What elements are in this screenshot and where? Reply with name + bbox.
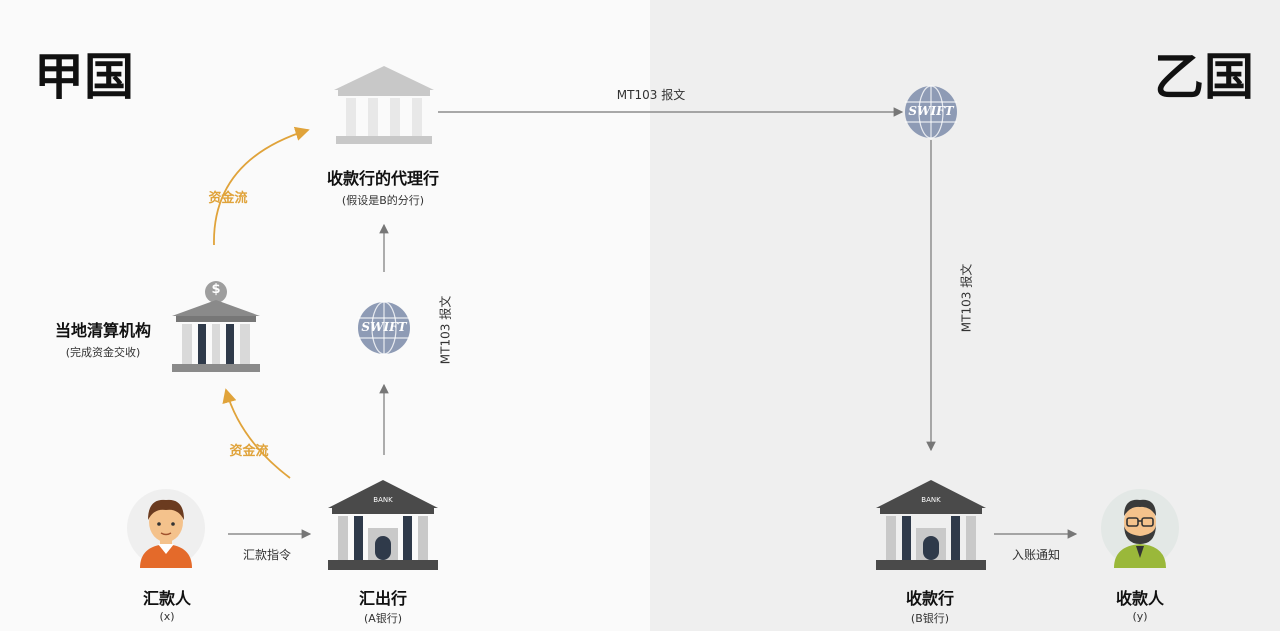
swift-globe-icon xyxy=(905,85,957,139)
clearing-house-subtitle: (完成资金交收) xyxy=(65,346,141,359)
swift-globe-icon xyxy=(358,301,410,355)
remitting-bank-subtitle: (A银行) xyxy=(363,612,403,625)
remitting-bank-icon: BANK xyxy=(326,476,440,576)
remitter-title: 汇款人 xyxy=(142,589,192,608)
fund-flow-label-upper: 资金流 xyxy=(208,191,248,206)
clearing-house-building-icon xyxy=(172,281,260,372)
bank-sign-left: BANK xyxy=(373,496,393,504)
clearing-house-icon: $ xyxy=(170,280,262,376)
receiving-bank-subtitle: (B银行) xyxy=(910,612,950,625)
remitter-subtitle: (x) xyxy=(159,610,175,623)
receiving-bank-title: 收款行 xyxy=(905,589,955,608)
swift-label-right: SWIFT xyxy=(908,104,954,118)
clearing-house-title: 当地清算机构 xyxy=(54,321,152,340)
country-a-title: 甲国 xyxy=(34,48,134,106)
bank-building-icon xyxy=(876,480,986,570)
swift-globe-icon-left: SWIFT xyxy=(356,300,412,356)
mt103-left-label: MT103 报文 xyxy=(438,295,453,365)
swift-globe-icon-right: SWIFT xyxy=(903,84,959,140)
country-a-region xyxy=(0,0,650,631)
swift-label-left: SWIFT xyxy=(361,320,407,334)
fund-flow-arrow-lower xyxy=(222,388,291,479)
fund-flow-label-lower: 资金流 xyxy=(229,444,269,459)
bank-sign-right: BANK xyxy=(921,496,941,504)
remitting-bank-title: 汇出行 xyxy=(358,589,408,608)
country-b-title: 乙国 xyxy=(1154,48,1254,106)
fund-flow-arrow-upper xyxy=(213,126,310,246)
mt103-right-label: MT103 报文 xyxy=(959,263,974,333)
remit-instruction-label: 汇款指令 xyxy=(242,548,292,562)
correspondent-bank-icon xyxy=(334,66,434,144)
mt103-top-label: MT103 报文 xyxy=(616,88,686,102)
correspondent-bank-title: 收款行的代理行 xyxy=(326,169,440,188)
credit-notice-label: 入账通知 xyxy=(1011,548,1061,562)
payee-title: 收款人 xyxy=(1115,589,1165,608)
dollar-sign: $ xyxy=(211,282,221,297)
correspondent-bank-subtitle: (假设是B的分行) xyxy=(341,194,425,207)
bank-building-icon xyxy=(328,480,438,570)
receiving-bank-icon: BANK xyxy=(874,476,988,576)
payee-avatar-icon xyxy=(1101,489,1179,568)
payee-subtitle: (y) xyxy=(1132,610,1148,623)
remitter-avatar-icon xyxy=(127,489,205,568)
